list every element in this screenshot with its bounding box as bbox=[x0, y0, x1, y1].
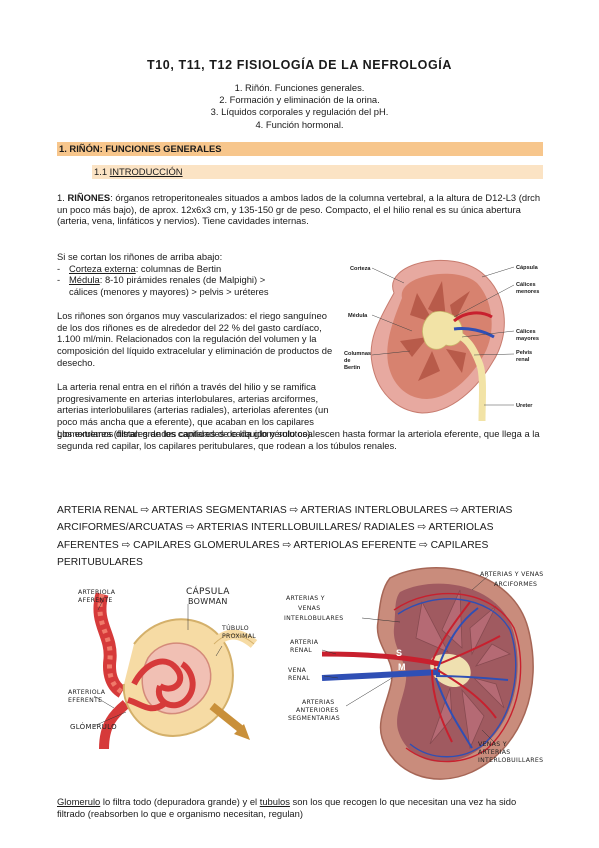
label-vena-renal: VENA bbox=[288, 667, 307, 674]
list-item-continuation: cálices (menores y mayores) > pelvis > u… bbox=[69, 286, 269, 298]
list-intro: Si se cortan los riñones de arriba abajo… bbox=[57, 251, 223, 262]
table-of-contents: 1. Riñón. Funciones generales. 2. Formac… bbox=[0, 82, 599, 131]
flow-line: PERITUBULARES bbox=[57, 556, 143, 568]
label-ureter: Ureter bbox=[516, 403, 533, 409]
label-columnas: Columnas bbox=[344, 351, 371, 357]
label-arteria-renal: ARTERIA bbox=[290, 639, 319, 646]
paragraph-text: : órganos retroperitoneales situados a a… bbox=[57, 192, 541, 227]
label-interlob-3: INTERLOBULARES bbox=[284, 615, 343, 622]
label-interlobul: VENAS Y bbox=[478, 741, 507, 748]
label-calices-menores-2: menores bbox=[516, 289, 539, 295]
label-arteriola-eferente-2: EFERENTE bbox=[68, 697, 102, 704]
toc-item: 3. Líquidos corporales y regulación del … bbox=[210, 106, 389, 118]
label-m: M bbox=[398, 662, 406, 672]
label-capsula-bowman-2: BOWMAN bbox=[188, 597, 228, 606]
paragraph-arteria-renal: La arteria renal entra en el riñón a tra… bbox=[57, 381, 329, 439]
label-tubulo-proximal-2: PROXIMAL bbox=[222, 633, 256, 640]
label-calices-mayores-2: mayores bbox=[516, 336, 539, 342]
label-capsula: Cápsula bbox=[516, 265, 539, 271]
footer-text: lo filtra todo (depuradora grande) y el bbox=[100, 796, 260, 807]
paragraph-number: 1. bbox=[57, 192, 68, 203]
label-calices-menores: Cálices bbox=[516, 282, 536, 288]
label-arteriola-aferente-2: AFERENTE bbox=[78, 597, 113, 604]
label-pelvis-2: renal bbox=[516, 357, 530, 363]
subsection-number: 1.1 bbox=[94, 166, 110, 177]
label-segm-3: SEGMENTARIAS bbox=[288, 715, 340, 722]
label-tubulo-proximal: TÚBULO bbox=[221, 623, 249, 632]
paragraph-extremos-distales: Los extremos distales de los capilares d… bbox=[57, 428, 540, 451]
list-item-text: : columnas de Bertin bbox=[135, 262, 222, 274]
label-glomerulo: GLÓMERULO bbox=[70, 722, 117, 731]
label-columnas-3: Bertin bbox=[344, 365, 361, 371]
label-columnas-2: de bbox=[344, 358, 351, 364]
paragraph-cortes: Si se cortan los riñones de arriba abajo… bbox=[57, 251, 337, 298]
kidney-section-figure: Corteza Cápsula Cálices menores Médula C… bbox=[344, 259, 539, 422]
label-segm-2: ANTERIORES bbox=[296, 707, 339, 714]
subsection-heading: 1.1 INTRODUCCIÓN bbox=[92, 165, 543, 179]
flow-line: ARCIFORMES/ARCUATAS ⇨ ARTERIAS INTERLLOB… bbox=[57, 522, 494, 534]
term-rinones: RIÑONES bbox=[67, 192, 111, 203]
section-heading: 1. RIÑÓN: FUNCIONES GENERALES bbox=[57, 142, 543, 156]
list-item: -Médula: 8-10 pirámides renales (de Malp… bbox=[57, 274, 266, 286]
label-arteriola-aferente: ARTERIOLA bbox=[78, 589, 116, 596]
term-glomerulo: Glomerulo bbox=[57, 796, 101, 807]
list-item: -Corteza externa: columnas de Bertin bbox=[57, 262, 222, 274]
toc-item: 1. Riñón. Funciones generales. bbox=[234, 82, 365, 93]
kidney-vessels-figure: ARTERIAS Y VENAS ARCIFORMES ARTERIAS Y V… bbox=[284, 567, 544, 780]
label-pelvis: Pelvis bbox=[516, 350, 532, 356]
label-arcif: ARTERIAS Y VENAS bbox=[480, 571, 544, 578]
flow-line: ARTERIA RENAL ⇨ ARTERIAS SEGMENTARIAS ⇨ … bbox=[57, 505, 513, 516]
paragraph-rinones: 1. RIÑONES: órganos retroperitoneales si… bbox=[57, 192, 545, 227]
label-interlob: ARTERIAS Y bbox=[286, 595, 325, 602]
label-corteza: Corteza bbox=[350, 266, 371, 272]
glomerulus-figure: ARTERIOLA AFERENTE CÁPSULA BOWMAN TÚBULO… bbox=[68, 585, 258, 750]
toc-item: 2. Formación y eliminación de la orina. bbox=[219, 94, 380, 106]
footer-text: son los que recogen lo que necesitan una… bbox=[57, 796, 517, 819]
label-arteria-renal-2: RENAL bbox=[290, 647, 312, 654]
label-arteriola-eferente: ARTERIOLA bbox=[68, 689, 106, 696]
label-calices-mayores: Cálices bbox=[516, 329, 536, 335]
label-segm: ARTERIAS bbox=[302, 699, 334, 706]
label-interlobul-2: ARTERIAS bbox=[478, 749, 510, 756]
flow-line: AFERENTES ⇨ CAPILARES GLOMERULARES ⇨ ART… bbox=[57, 539, 489, 551]
label-medula: Médula bbox=[348, 313, 368, 319]
label-capsula-bowman: CÁPSULA bbox=[186, 585, 230, 597]
page-title: T10, T11, T12 FISIOLOGÍA DE LA NEFROLOGÍ… bbox=[147, 58, 452, 72]
term-tubulos: tubulos bbox=[259, 796, 290, 807]
label-interlob-2: VENAS bbox=[298, 605, 320, 612]
toc-item: 4. Función hormonal. bbox=[255, 118, 344, 130]
blood-flow-sequence: ARTERIA RENAL ⇨ ARTERIAS SEGMENTARIAS ⇨ … bbox=[57, 502, 545, 571]
label-arcif-2: ARCIFORMES bbox=[494, 581, 537, 588]
term-medula: Médula bbox=[69, 274, 100, 286]
list-item-text: : 8-10 pirámides renales (de Malpighi) > bbox=[99, 274, 266, 286]
label-vena-renal-2: RENAL bbox=[288, 675, 310, 682]
label-s: S bbox=[396, 648, 402, 658]
subsection-label: INTRODUCCIÓN bbox=[109, 166, 183, 177]
label-interlobul-3: INTERLOBUILLARES bbox=[478, 757, 543, 764]
term-corteza: Corteza externa bbox=[69, 262, 136, 274]
paragraph-vascularizacion: Los riñones son órganos muy vascularizad… bbox=[57, 310, 333, 368]
footer-note: Glomerulo lo filtra todo (depuradora gra… bbox=[57, 796, 545, 819]
